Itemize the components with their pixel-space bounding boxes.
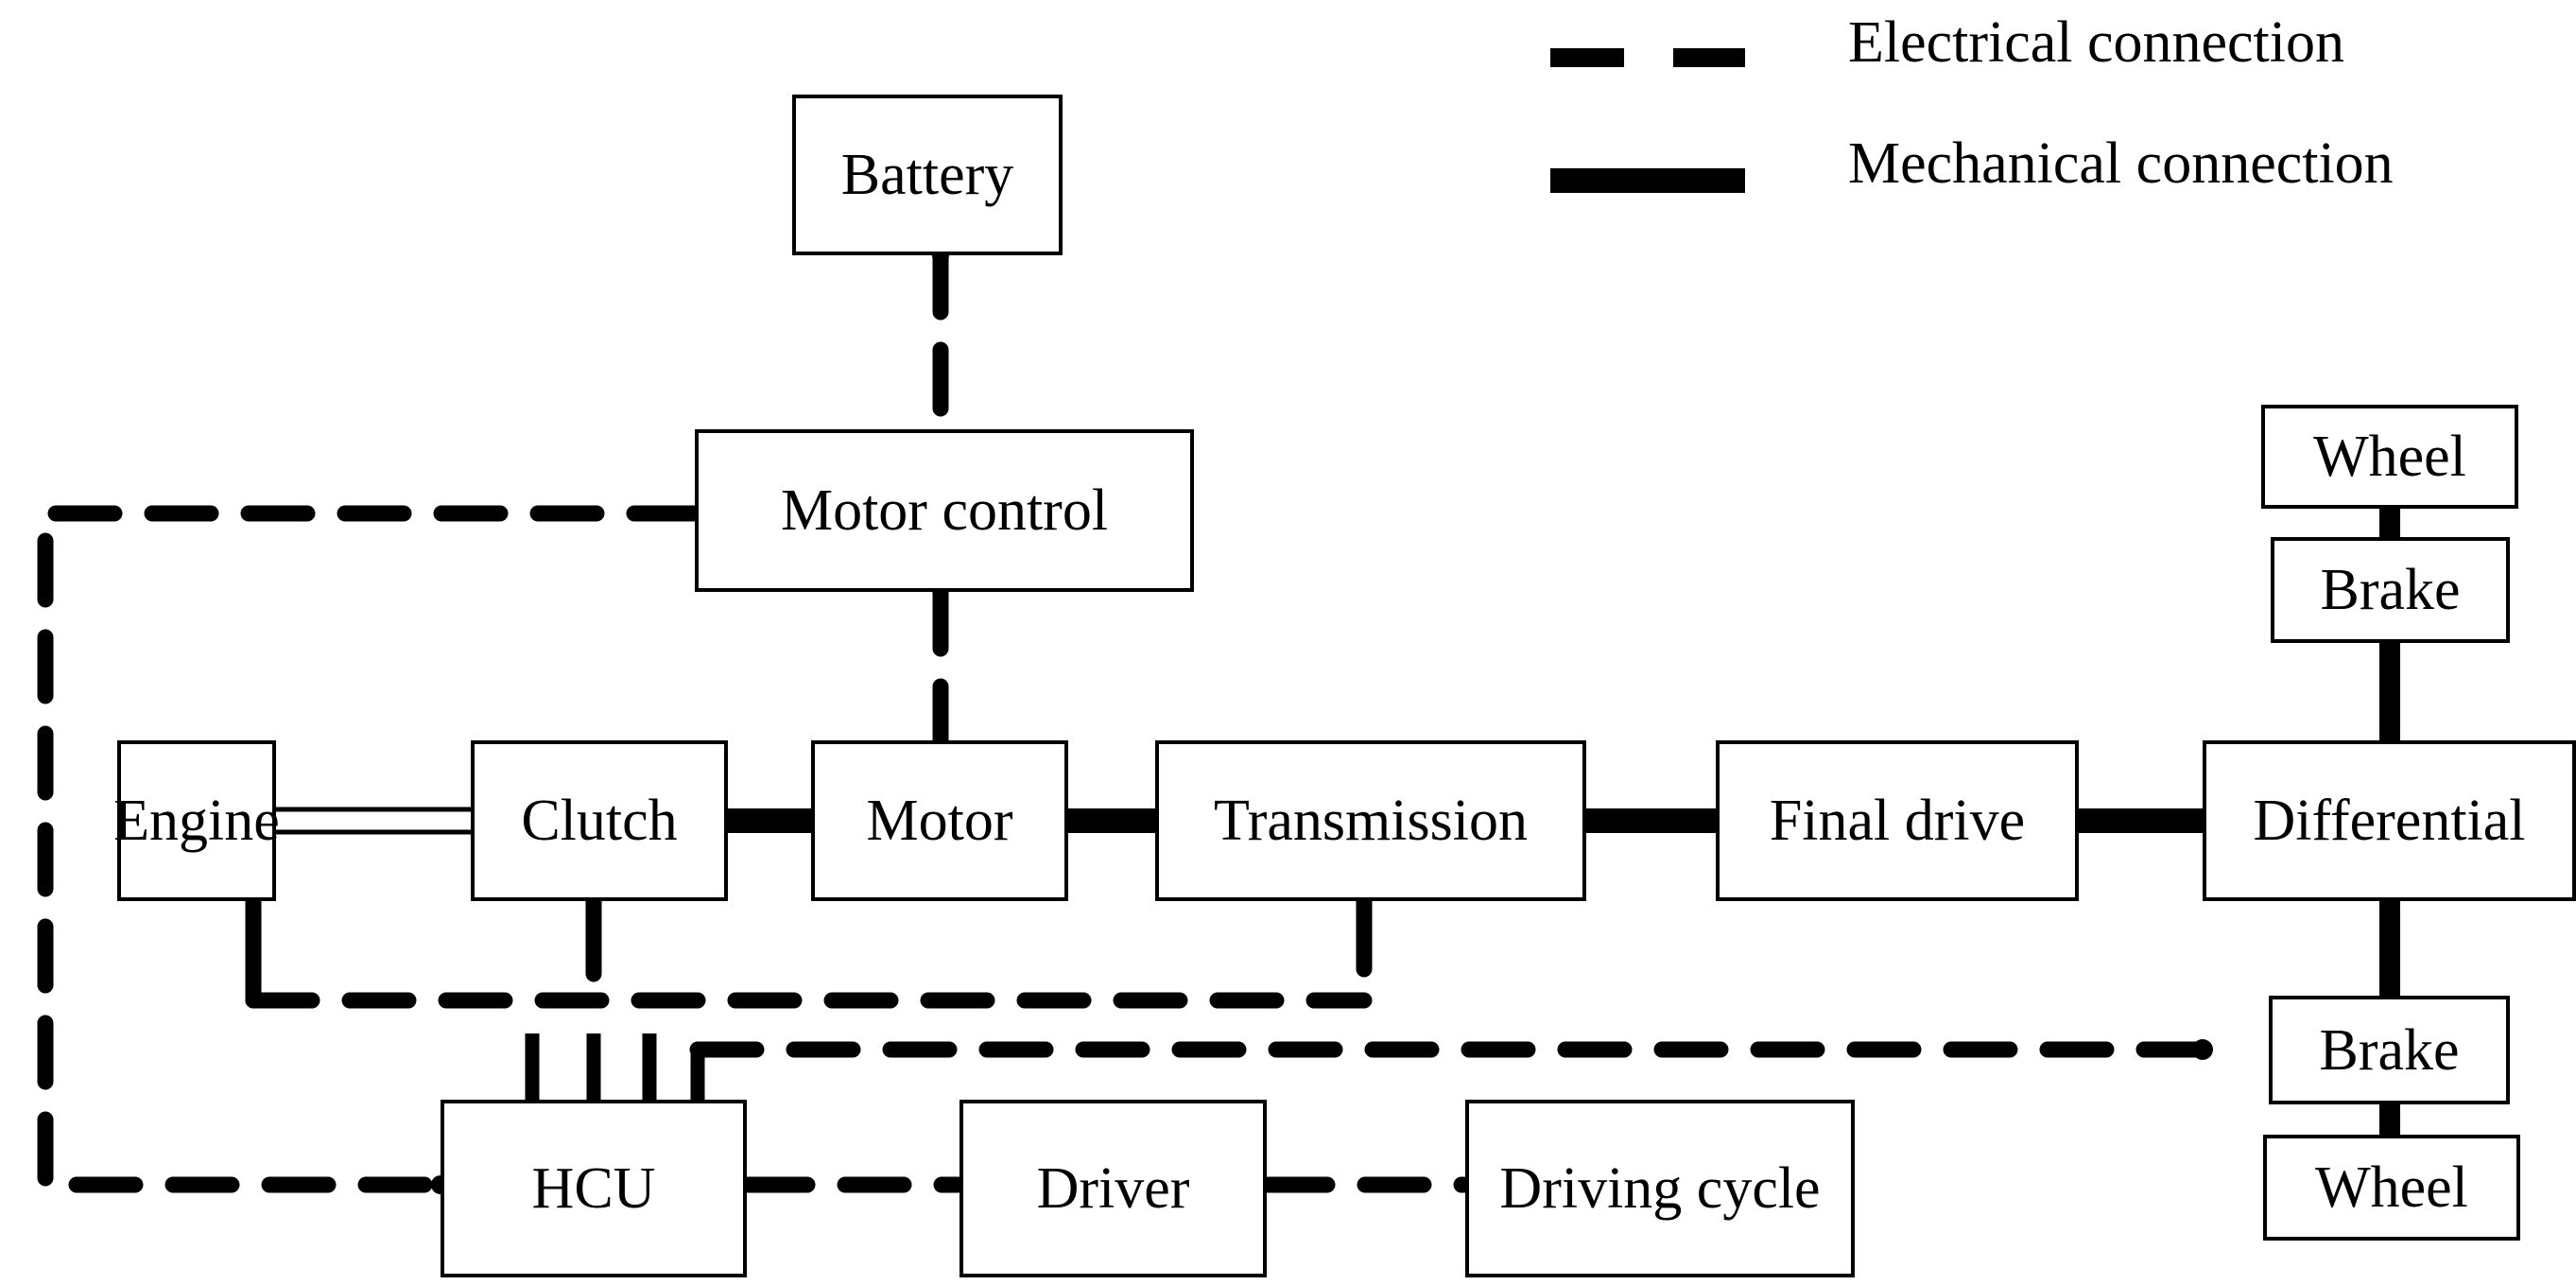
- node-motor-control[interactable]: Motor control: [695, 429, 1194, 592]
- node-motor[interactable]: Motor: [811, 740, 1068, 901]
- node-wheel-bottom[interactable]: Wheel: [2263, 1135, 2520, 1241]
- node-brake-bottom[interactable]: Brake: [2269, 996, 2510, 1104]
- connector-engine-to-clutch: [274, 807, 473, 835]
- legend-label-mechanical: Mechanical connection: [1848, 131, 2394, 196]
- node-label-hcu: HCU: [531, 1156, 656, 1221]
- node-final-drive[interactable]: Final drive: [1716, 740, 2079, 901]
- node-hcu[interactable]: HCU: [441, 1100, 747, 1277]
- node-label-brake-bottom: Brake: [2319, 1017, 2460, 1083]
- node-transmission[interactable]: Transmission: [1155, 740, 1586, 901]
- node-label-wheel-bottom: Wheel: [2315, 1155, 2468, 1220]
- node-label-engine: Engine: [113, 789, 280, 853]
- node-engine[interactable]: Engine: [113, 740, 280, 901]
- node-driver[interactable]: Driver: [960, 1100, 1267, 1277]
- node-label-driving-cycle: Driving cycle: [1499, 1156, 1821, 1221]
- node-brake-top[interactable]: Brake: [2271, 537, 2510, 643]
- node-label-differential: Differential: [2253, 789, 2526, 853]
- node-driving-cycle[interactable]: Driving cycle: [1465, 1100, 1855, 1277]
- node-label-transmission: Transmission: [1214, 789, 1528, 853]
- node-wheel-top[interactable]: Wheel: [2261, 405, 2518, 509]
- node-battery[interactable]: Battery: [792, 95, 1063, 255]
- node-differential[interactable]: Differential: [2203, 740, 2576, 901]
- node-label-brake-top: Brake: [2320, 558, 2461, 622]
- node-label-motor: Motor: [866, 789, 1013, 853]
- node-label-clutch: Clutch: [521, 789, 678, 853]
- node-clutch[interactable]: Clutch: [471, 740, 728, 901]
- node-label-wheel-top: Wheel: [2313, 425, 2466, 489]
- node-label-battery: Battery: [840, 143, 1014, 207]
- node-label-final-drive: Final drive: [1769, 789, 2026, 853]
- connector-motor-control-to-hcu-bus: [37, 505, 701, 1193]
- legend-label-electrical: Electrical connection: [1848, 10, 2345, 75]
- node-label-motor-control: Motor control: [780, 478, 1109, 543]
- node-label-driver: Driver: [1036, 1156, 1190, 1221]
